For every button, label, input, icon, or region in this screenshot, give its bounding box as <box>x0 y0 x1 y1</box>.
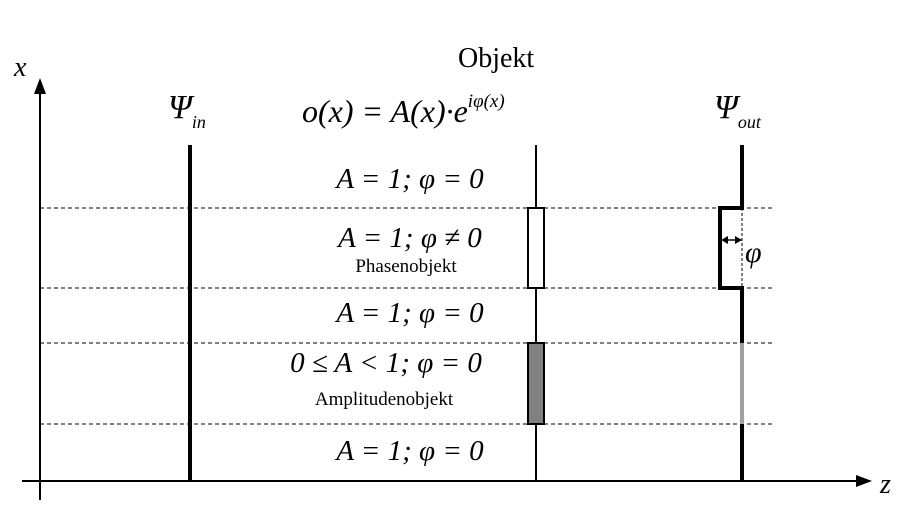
object-title: Objekt <box>458 43 534 74</box>
psi-out-symbol: Ψ <box>714 89 741 126</box>
psi-in-symbol: Ψ <box>168 89 195 126</box>
object-formula: o(x) = A(x)·eiφ(x) <box>302 91 505 129</box>
z-axis-arrowhead <box>856 475 872 487</box>
psi-out-label: Ψout <box>714 89 762 132</box>
phase-shift-arrowhead-left <box>721 236 728 244</box>
region-condition: 0 ≤ A < 1; φ = 0 <box>290 347 482 379</box>
region-condition: A = 1; φ = 0 <box>334 163 484 195</box>
object-formula-main: o(x) = A(x)·e <box>302 93 468 129</box>
region-condition: A = 1; φ ≠ 0 <box>336 222 482 254</box>
region-caption: Phasenobjekt <box>355 256 457 277</box>
phase-object-block <box>527 207 545 289</box>
region-boundaries <box>40 207 775 425</box>
psi-in-subscript: in <box>192 112 206 132</box>
object-formula-exponent: iφ(x) <box>468 91 505 112</box>
region-condition: A = 1; φ = 0 <box>334 297 484 329</box>
psi-in-label: Ψin <box>168 89 206 132</box>
z-axis-label: z <box>879 469 891 500</box>
psi-out-wavefront-upper <box>718 145 744 343</box>
x-axis-label: x <box>13 52 27 83</box>
amplitude-object-block <box>527 342 545 425</box>
phase-shift-arrowhead-right <box>735 236 742 244</box>
x-axis-arrowhead <box>34 78 46 94</box>
region-caption: Amplitudenobjekt <box>315 389 454 410</box>
psi-out-subscript: out <box>738 112 762 132</box>
phase-shift-label: φ <box>745 236 762 269</box>
region-condition: A = 1; φ = 0 <box>334 435 484 467</box>
